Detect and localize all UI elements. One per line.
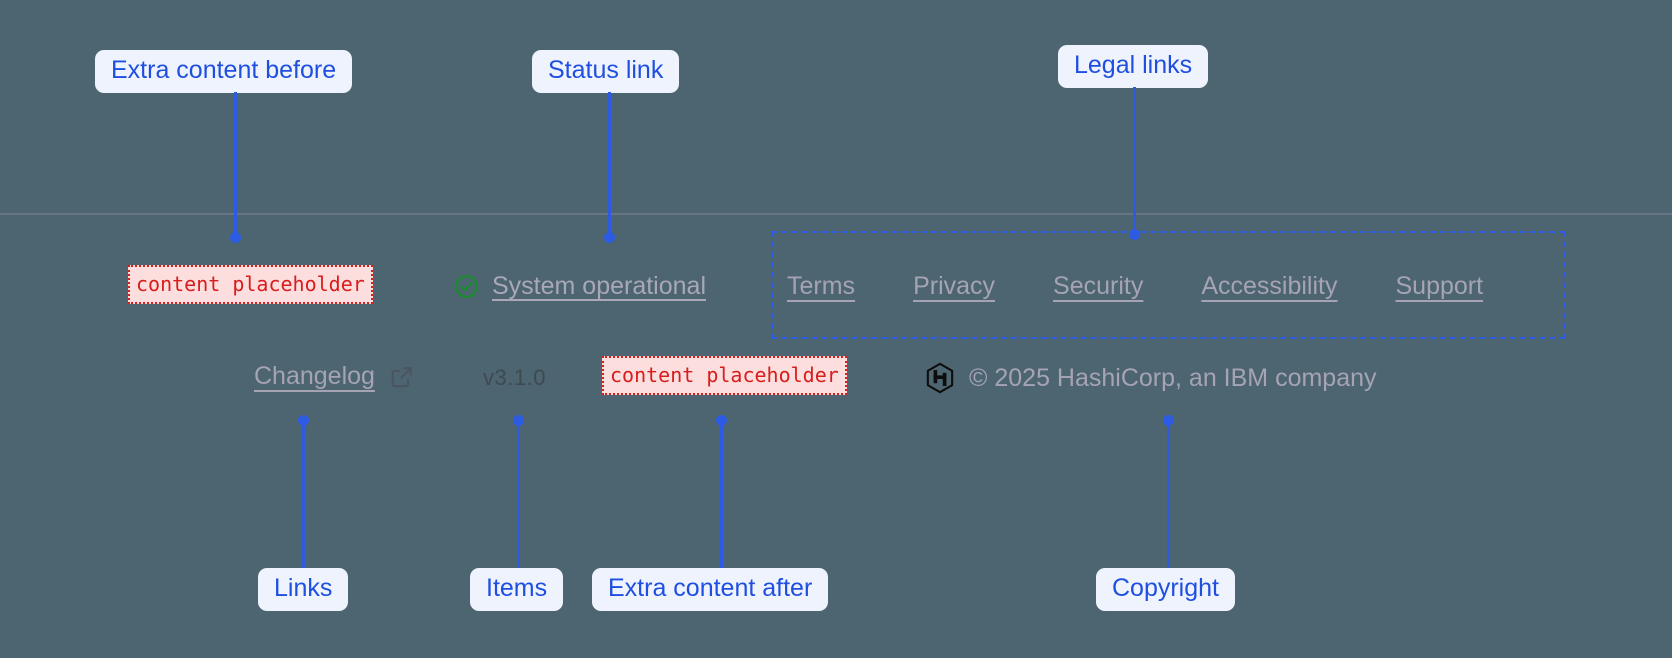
annotation-label-copyright: Copyright (1096, 568, 1235, 611)
annotation-leader-legal-links (1133, 87, 1136, 235)
annotation-label-status-link: Status link (532, 50, 680, 93)
annotation-dot-extra-content-after (716, 415, 727, 426)
content-placeholder-after: content placeholder (602, 356, 847, 395)
version-label: v3.1.0 (483, 365, 546, 390)
footer-copyright: © 2025 HashiCorp, an IBM company (925, 362, 1377, 394)
check-circle-icon (453, 273, 480, 300)
annotation-leader-extra-content-after (720, 423, 723, 568)
annotation-dot-legal-links (1129, 229, 1140, 240)
legal-link-terms[interactable]: Terms (787, 272, 856, 300)
footer-extra-content-after: content placeholder (602, 356, 847, 395)
external-link-icon (389, 364, 415, 390)
annotation-label-links: Links (258, 568, 349, 611)
annotation-dot-status-link (604, 232, 615, 243)
annotation-dot-extra-content-before (230, 232, 241, 243)
annotation-dot-links (298, 415, 309, 426)
footer-extra-content-before: content placeholder (128, 265, 373, 304)
annotation-label-extra-content-after: Extra content after (592, 568, 829, 611)
annotation-label-extra-content-before: Extra content before (95, 50, 353, 93)
annotation-label-items: Items (470, 568, 564, 611)
legal-link-support[interactable]: Support (1395, 272, 1484, 300)
legal-link-security[interactable]: Security (1053, 272, 1144, 300)
status-link[interactable]: System operational (492, 272, 707, 300)
annotation-leader-extra-content-before (234, 92, 237, 240)
content-placeholder-before: content placeholder (128, 265, 373, 304)
legal-link-privacy[interactable]: Privacy (913, 272, 996, 300)
changelog-link[interactable]: Changelog (254, 362, 375, 390)
annotation-leader-copyright (1167, 423, 1170, 568)
annotation-leader-status-link (608, 92, 611, 240)
annotation-leader-items (517, 423, 520, 568)
legal-link-accessibility[interactable]: Accessibility (1201, 272, 1338, 300)
annotation-label-legal-links: Legal links (1058, 45, 1209, 88)
copyright-text: © 2025 HashiCorp, an IBM company (969, 363, 1377, 392)
footer-item-version: v3.1.0 (483, 365, 546, 391)
footer-status[interactable]: System operational (453, 272, 706, 301)
hashicorp-logo (925, 362, 955, 394)
footer-divider (0, 213, 1672, 215)
annotation-dot-items (513, 415, 524, 426)
footer-legal-links: Terms Privacy Security Accessibility Sup… (787, 272, 1483, 301)
annotation-dot-copyright (1163, 415, 1174, 426)
footer-link-changelog[interactable]: Changelog (254, 362, 415, 391)
annotation-leader-links (302, 423, 305, 568)
